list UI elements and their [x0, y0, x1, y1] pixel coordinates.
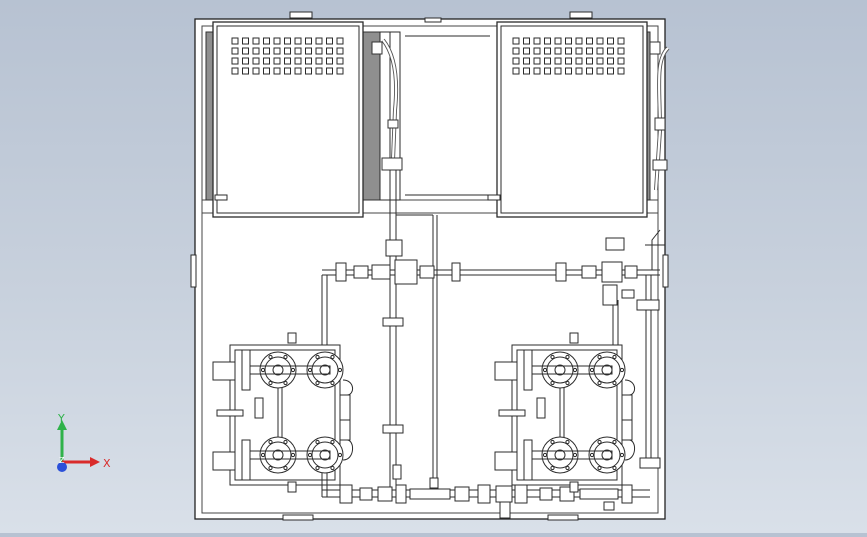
header-fittings — [335, 237, 661, 480]
z-axis-label: Z — [59, 456, 65, 465]
top-tabs — [282, 11, 593, 521]
side-brackets — [190, 194, 669, 288]
y-axis-arrowhead — [57, 420, 67, 430]
left-diaphragm-pump-assembly — [212, 332, 353, 493]
right-diaphragm-pump-assembly — [494, 332, 635, 493]
coordinate-triad: Y X Z — [57, 412, 111, 472]
y-axis-label: Y — [57, 412, 65, 425]
hoses — [371, 38, 670, 191]
left-control-cabinet — [212, 21, 364, 218]
left-vent-grid — [231, 37, 344, 75]
right-control-cabinet — [496, 21, 648, 218]
bottom-header-fittings — [339, 477, 633, 519]
x-axis-label: X — [103, 457, 111, 470]
x-axis-arrowhead — [90, 457, 100, 467]
z-axis-dot — [57, 462, 67, 472]
right-vent-grid — [512, 37, 625, 75]
